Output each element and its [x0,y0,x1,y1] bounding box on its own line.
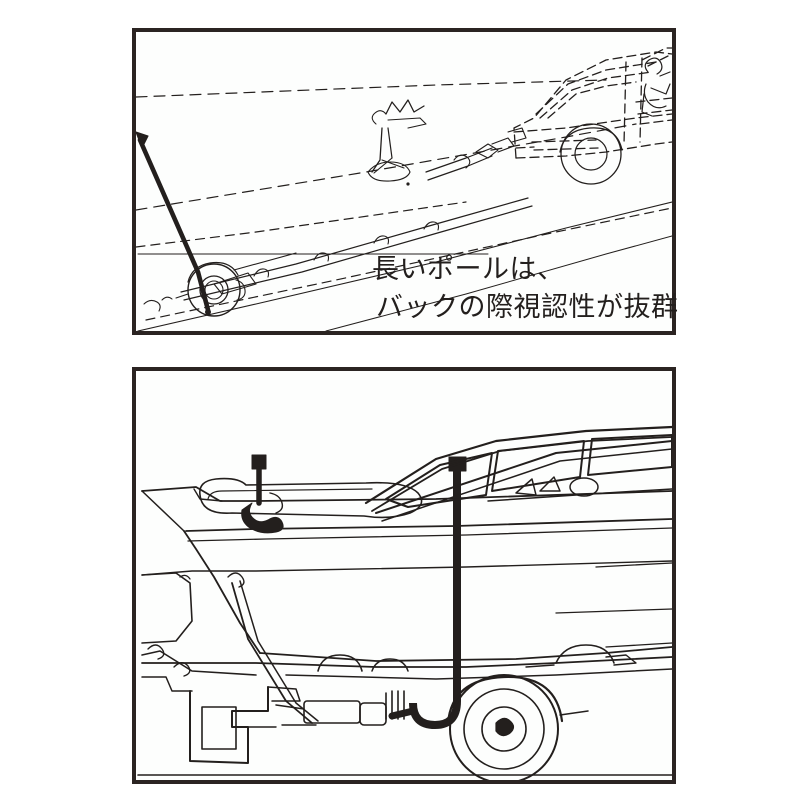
hull-stern-detail [555,562,672,648]
caption-block: 長いポールは、 バックの際視認性が抜群 [372,250,679,326]
ramp-slope-lines [136,201,672,321]
towing-scene-panel [132,28,676,335]
hitch-assembly [425,127,527,181]
guide-pole [136,131,211,315]
driver-figure [641,57,671,117]
caption-line-1: 長いポールは、 [372,254,565,284]
trailer-winch-post [367,99,427,186]
boat-windshield [364,425,672,522]
short-guide-pole [241,454,284,534]
winch-stand [141,572,319,764]
van-wheel [559,123,623,185]
boat-on-trailer-panel [132,367,676,784]
sight-lines [136,79,637,211]
boat-on-trailer-drawing [137,425,672,780]
towing-scene-drawing [136,47,672,331]
caption-line-2: バックの際視認性が抜群 [376,292,679,322]
bow-deck-handle [199,477,423,519]
ramp-edge [137,201,672,331]
trailer-wheel [187,261,246,317]
trailer-wheel [446,674,589,780]
coupler-fittings [143,293,189,312]
tow-vehicle-van [513,47,672,159]
